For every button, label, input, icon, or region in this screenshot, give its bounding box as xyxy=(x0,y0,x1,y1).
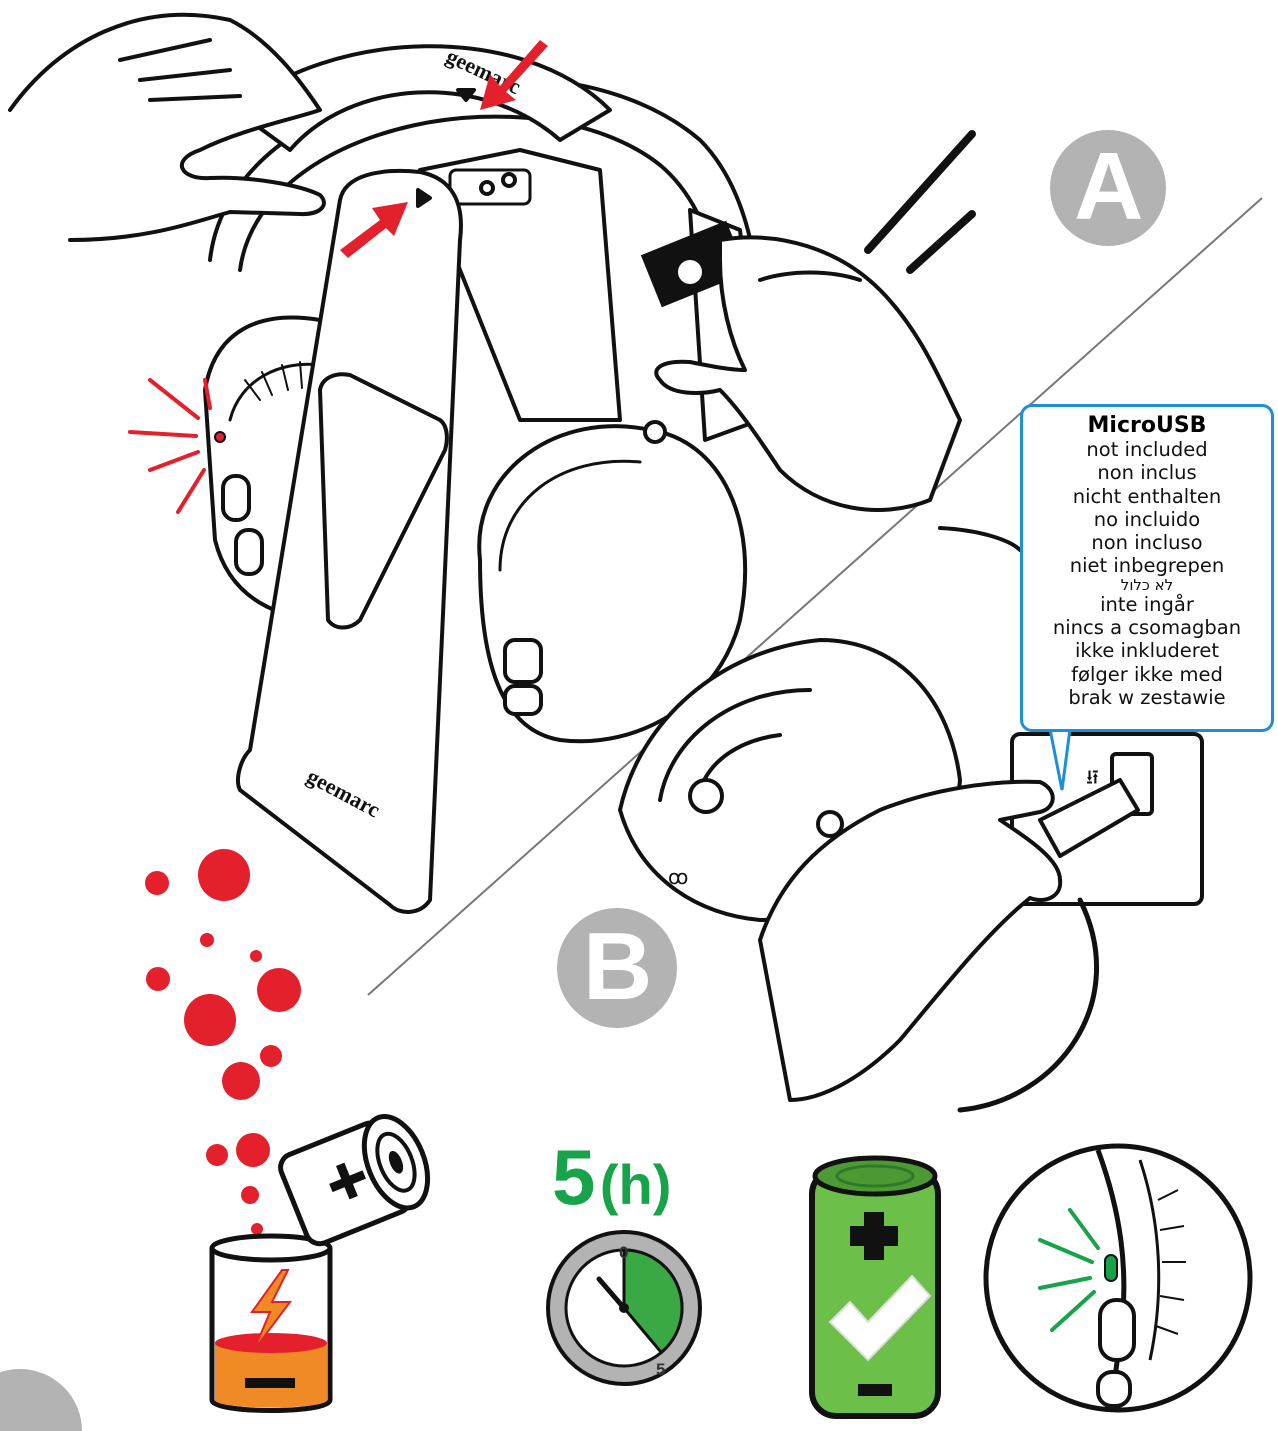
step-a-label: A xyxy=(1074,133,1144,240)
callout-line: לא כלול xyxy=(1120,575,1174,594)
micro-usb-plug xyxy=(1038,778,1140,858)
charge-time-unit: (h) xyxy=(599,1153,672,1216)
blink-indicator-red xyxy=(128,378,212,514)
section-divider xyxy=(367,197,1263,996)
led-red-icon xyxy=(214,431,226,443)
callout-title: MicroUSB xyxy=(1087,413,1207,438)
bluetooth-mark: ꝏ xyxy=(668,865,688,889)
callout-line: no incluido xyxy=(1093,507,1201,531)
callout-line: ikke inkluderet xyxy=(1075,639,1219,663)
side-button xyxy=(1098,1298,1136,1362)
blink-indicator-green xyxy=(1038,1208,1100,1332)
cable xyxy=(864,130,976,274)
led-green-icon xyxy=(1104,1254,1118,1282)
led-status-inset xyxy=(983,1143,1253,1413)
callout-line: nicht enthalten xyxy=(1072,484,1222,508)
callout-line: inte ingår xyxy=(1100,592,1194,616)
lightning-icon xyxy=(250,1269,292,1351)
timer-icon: 0 5 xyxy=(546,1230,702,1386)
callout-line: niet inbegrepen xyxy=(1069,554,1225,578)
headset-logo-icon xyxy=(688,778,724,814)
side-button xyxy=(234,528,264,576)
hand-illustration xyxy=(758,779,1063,1102)
battery-full-icon xyxy=(809,1155,941,1419)
usb-icon: ⭿ xyxy=(1086,765,1099,789)
callout-line: følger ikke med xyxy=(1071,662,1223,686)
power-button xyxy=(816,810,844,838)
headband-logo-icon xyxy=(678,260,702,284)
callout-line: non inclus xyxy=(1097,461,1197,485)
headset-illustration: geemarc geemarc xyxy=(203,43,762,914)
battery-low-icon xyxy=(209,1233,333,1413)
micro-usb-callout: MicroUSB not included non inclus nicht e… xyxy=(1020,404,1274,732)
timer-end-label: 5 xyxy=(656,1360,665,1379)
step-a-badge xyxy=(1050,130,1166,246)
callout-line: not included xyxy=(1086,438,1208,461)
insert-arrow xyxy=(340,40,548,258)
check-icon xyxy=(828,1274,932,1362)
step-c-badge-partial xyxy=(0,1369,82,1431)
charge-time-value: 5 xyxy=(552,1133,596,1221)
step-b-badge xyxy=(557,908,677,1028)
volume-button xyxy=(503,684,543,716)
side-button xyxy=(1096,1370,1132,1408)
battery-pouring-icon xyxy=(278,1114,431,1247)
callout-line: non incluso xyxy=(1091,531,1203,555)
callout-line: brak w zestawie xyxy=(1068,685,1226,709)
side-button xyxy=(221,474,251,522)
power-dots xyxy=(145,849,301,1255)
alignment-mark xyxy=(416,188,432,208)
hand-illustration xyxy=(8,12,962,512)
alignment-mark xyxy=(456,88,476,102)
callout-line: nincs a csomagban xyxy=(1052,616,1242,640)
timer-progress xyxy=(622,1248,684,1355)
volume-button xyxy=(503,638,543,684)
charge-time-label: 5 (h) xyxy=(552,1132,671,1223)
headset-usb-illustration: ꝏ ⭿ xyxy=(618,526,1204,1113)
timer-start-label: 0 xyxy=(619,1243,628,1262)
step-b-label: B xyxy=(583,913,653,1020)
